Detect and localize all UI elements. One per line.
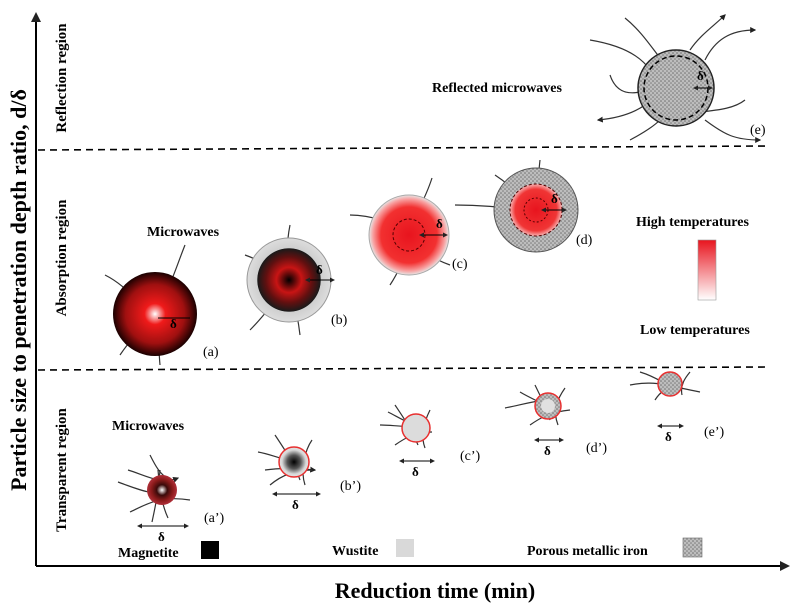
- particle-b-absorption: [244, 224, 335, 336]
- panel-label-c: (c): [452, 257, 468, 272]
- particle-d-absorption: [454, 159, 579, 253]
- panel-label-b-prime: (b’): [340, 479, 361, 494]
- region-label-reflection: Reflection region: [54, 23, 70, 133]
- panel-label-a-prime: (a’): [204, 511, 225, 526]
- panel-label-d: (d): [576, 233, 593, 248]
- delta-label-c: δ: [436, 216, 443, 231]
- particle-a-absorption: [104, 244, 197, 366]
- divider-absorption-transparent: [37, 366, 769, 371]
- high-temperatures-label: High temperatures: [636, 215, 749, 230]
- particle-c-absorption: [349, 177, 451, 286]
- delta-label-a-prime: δ: [158, 529, 165, 544]
- delta-label-d: δ: [551, 191, 558, 206]
- panel-label-d-prime: (d’): [586, 441, 607, 456]
- legend-swatch-magnetite: [201, 541, 219, 559]
- delta-label-c-prime: δ: [412, 464, 419, 479]
- temperature-gradient-bar: [697, 239, 717, 301]
- delta-label-b: δ: [316, 262, 323, 277]
- particle-d-prime: [504, 384, 571, 443]
- legend-swatch-wustite: [396, 539, 414, 557]
- particle-b-prime: [257, 434, 321, 497]
- region-label-absorption: Absorption region: [54, 199, 70, 316]
- delta-label-a: δ: [170, 316, 177, 331]
- delta-label-e-prime: δ: [665, 429, 672, 444]
- microwaves-label-bottom: Microwaves: [112, 419, 185, 434]
- delta-label-b-prime: δ: [292, 497, 299, 512]
- panel-label-e: (e): [750, 123, 766, 138]
- particle-a-prime: [117, 454, 191, 529]
- legend-label-iron: Porous metallic iron: [527, 544, 648, 559]
- region-label-transparent: Transparent region: [54, 407, 70, 531]
- panel-label-e-prime: (e’): [704, 425, 725, 440]
- low-temperatures-label: Low temperatures: [640, 323, 750, 338]
- particle-e-reflection: [589, 14, 762, 143]
- microwaves-label-top: Microwaves: [147, 225, 220, 240]
- legend-label-magnetite: Magnetite: [118, 546, 179, 561]
- panel-label-b: (b): [331, 313, 348, 328]
- panel-label-c-prime: (c’): [460, 449, 481, 464]
- delta-label-d-prime: δ: [544, 443, 551, 458]
- reflected-microwaves-label: Reflected microwaves: [432, 81, 563, 96]
- panel-label-a: (a): [203, 345, 219, 360]
- particle-c-prime: [379, 404, 435, 464]
- x-axis-title: Reduction time (min): [335, 578, 535, 603]
- divider-reflection-absorption: [37, 145, 769, 151]
- y-axis-title: Particle size to penetration depth ratio…: [6, 89, 31, 491]
- legend-swatch-iron: [682, 537, 703, 558]
- delta-label-e: δ: [697, 68, 704, 83]
- particle-e-prime: [629, 371, 701, 429]
- legend-label-wustite: Wustite: [332, 544, 378, 559]
